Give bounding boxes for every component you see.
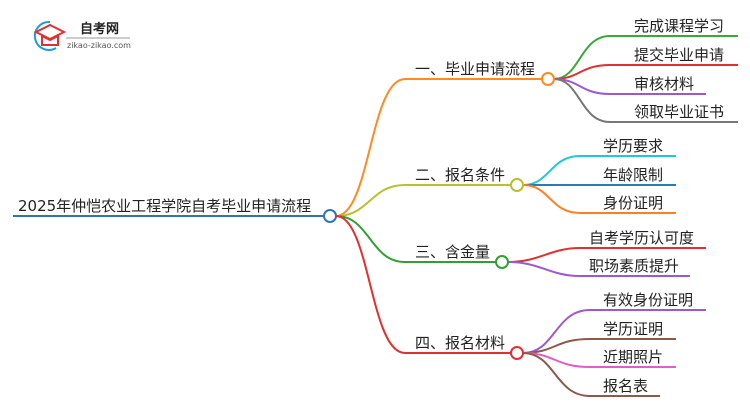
branch-collapse-toggle[interactable] — [541, 72, 555, 86]
logo-name: 自考网 — [80, 21, 119, 37]
branch-label[interactable]: 三、含金量 — [415, 243, 490, 261]
leaf-node[interactable]: 学历要求 — [603, 137, 663, 155]
branch-graduation-process: 一、毕业申请流程 完成课程学习 提交毕业申请 审核材料 领取毕业证书 — [415, 17, 738, 123]
leaf-node[interactable]: 提交毕业申请 — [634, 46, 724, 64]
leaf-node[interactable]: 审核材料 — [634, 75, 694, 93]
leaf-node[interactable]: 近期照片 — [603, 348, 663, 366]
logo-ring-icon — [33, 20, 57, 51]
leaf-node[interactable]: 领取毕业证书 — [634, 103, 724, 121]
leaf-node[interactable]: 职场素质提升 — [589, 257, 679, 275]
branch-label[interactable]: 四、报名材料 — [415, 334, 505, 352]
branch-collapse-toggle[interactable] — [495, 255, 509, 269]
branch-value: 三、含金量 自考学历认可度 职场素质提升 — [415, 229, 706, 277]
root-collapse-toggle[interactable] — [323, 209, 337, 223]
branch-collapse-toggle[interactable] — [510, 178, 524, 192]
leaf-node[interactable]: 年龄限制 — [603, 166, 663, 184]
leaf-node[interactable]: 身份证明 — [603, 194, 663, 212]
branch-label[interactable]: 二、报名条件 — [415, 166, 505, 184]
leaf-node[interactable]: 完成课程学习 — [634, 17, 724, 35]
graduation-cap-icon — [33, 23, 67, 41]
leaf-node[interactable]: 学历证明 — [603, 320, 663, 338]
logo: 自考网 zikao-zikao.com — [33, 20, 131, 51]
branch-collapse-toggle[interactable] — [510, 346, 524, 360]
branch-requirements: 二、报名条件 学历要求 年龄限制 身份证明 — [415, 137, 676, 214]
leaf-node[interactable]: 自考学历认可度 — [589, 229, 694, 247]
leaf-node[interactable]: 报名表 — [603, 377, 648, 395]
branch-label[interactable]: 一、毕业申请流程 — [415, 60, 535, 78]
root-node[interactable]: 2025年仲恺农业工程学院自考毕业申请流程 — [18, 197, 311, 215]
branch-materials: 四、报名材料 有效身份证明 学历证明 近期照片 报名表 — [415, 291, 706, 397]
logo-domain: zikao-zikao.com — [67, 41, 131, 50]
leaf-node[interactable]: 有效身份证明 — [603, 291, 693, 309]
